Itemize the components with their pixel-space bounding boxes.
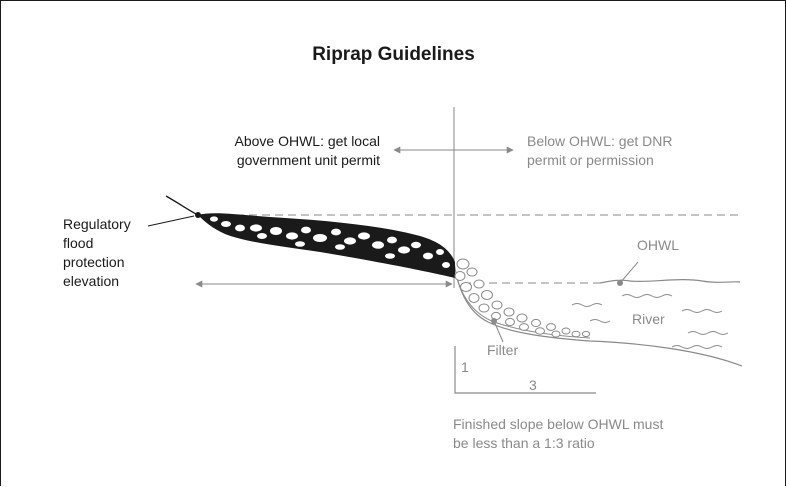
below-ohwl-label: Below OHWL: get DNR permit or permission <box>527 133 673 168</box>
slope-rise-label: 1 <box>461 359 469 375</box>
flood-leader <box>147 215 195 227</box>
flood-elevation-point <box>195 212 201 218</box>
slope-ratio-bracket <box>454 346 596 394</box>
flood-elevation-label: Regulatory flood protection elevation <box>63 216 131 289</box>
upland-ground-line <box>165 195 199 216</box>
upland-riprap <box>198 213 455 278</box>
upland-rock-highlights <box>210 216 450 268</box>
submerged-riprap <box>454 258 591 338</box>
diagram-title: Riprap Guidelines <box>312 44 475 65</box>
ohwl-leader-dot <box>617 280 623 286</box>
above-ohwl-label: Above OHWL: get local government unit pe… <box>234 133 380 168</box>
slope-note: Finished slope below OHWL must be less t… <box>453 416 664 451</box>
slope-run-label: 3 <box>529 377 537 393</box>
filter-label: Filter <box>487 342 519 358</box>
filter-leader <box>493 320 504 343</box>
riverbank-ground-line <box>453 261 743 367</box>
ohwl-label: OHWL <box>637 237 679 253</box>
river-label: River <box>632 311 665 327</box>
water-ripples <box>571 294 729 349</box>
filter-leader-dot <box>491 318 497 324</box>
water-surface <box>599 279 741 284</box>
ohwl-leader <box>619 261 639 284</box>
